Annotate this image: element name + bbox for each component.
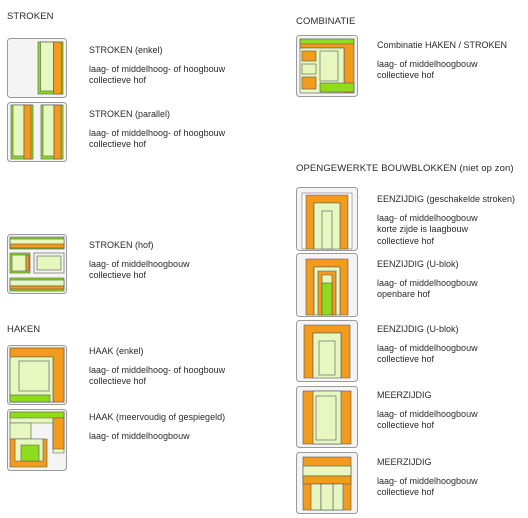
entry-title: HAAK (enkel) (89, 346, 144, 356)
entry-desc: collectieve hof (377, 420, 435, 430)
entry-desc: collectieve hof (377, 354, 435, 364)
entry-desc: korte zijde is laagbouw (377, 224, 469, 234)
stroken-enkel-icon (7, 38, 67, 98)
entry-stroken-parallel: STROKEN (parallel) laag- of middelhoog- … (89, 109, 225, 151)
heading-stroken: STROKEN (7, 11, 54, 22)
haak-enkel-icon (7, 345, 67, 405)
meerzijdig-2-icon (296, 452, 358, 514)
entry-stroken-enkel: STROKEN (enkel) laag- of middelhoog- of … (89, 45, 225, 87)
entry-desc: laag- of middelhoogbouw (377, 277, 478, 288)
entry-desc: laag- of middelhoog- of hoogbouw (89, 364, 226, 375)
meerzijdig-1-icon (296, 386, 358, 448)
entry-desc: laag- of middelhoogbouw (377, 475, 478, 486)
entry-desc: laag- of middelhoogbouw (89, 258, 190, 269)
entry-desc: openbare hof (377, 289, 431, 299)
entry-title: EENZIJDIG (U-blok) (377, 324, 459, 334)
entry-eenzijdig-u-openbaar: EENZIJDIG (U-blok) laag- of middelhoogbo… (377, 259, 478, 301)
entry-desc: laag- of middelhoogbouw (89, 430, 190, 441)
entry-desc: laag- of middelhoog- of hoogbouw (89, 63, 226, 74)
entry-title: EENZIJDIG (geschakelde stroken) (377, 194, 516, 204)
entry-haak-meervoudig: HAAK (meervoudig of gespiegeld) laag- of… (89, 412, 225, 442)
entry-desc: laag- of middelhoogbouw (377, 408, 478, 419)
entry-desc: laag- of middelhoogbouw (377, 212, 478, 223)
heading-opengewerkte: OPENGEWERKTE BOUWBLOKKEN (niet op zon) (296, 163, 514, 174)
stroken-parallel-icon (7, 102, 67, 162)
entry-desc: collectieve hof (89, 75, 147, 85)
entry-desc: collectieve hof (89, 270, 147, 280)
entry-title: Combinatie HAKEN / STROKEN (377, 40, 508, 50)
combinatie-icon (296, 35, 358, 97)
entry-eenzijdig-u-collectief: EENZIJDIG (U-blok) laag- of middelhoogbo… (377, 324, 478, 366)
entry-stroken-hof: STROKEN (hof) laag- of middelhoogbouw co… (89, 240, 190, 282)
heading-combinatie: COMBINATIE (296, 16, 356, 27)
eenzijdig-u-blok-collectief-icon (296, 320, 358, 382)
entry-desc: laag- of middelhoog- of hoogbouw (89, 127, 226, 138)
entry-meerzijdig-2: MEERZIJDIG laag- of middelhoogbouw colle… (377, 457, 478, 499)
entry-title: MEERZIJDIG (377, 390, 432, 400)
eenzijdig-u-blok-openbaar-icon (296, 253, 358, 317)
entry-title: STROKEN (parallel) (89, 109, 171, 119)
entry-desc: collectieve hof (89, 376, 147, 386)
stroken-hof-icon (7, 234, 67, 294)
entry-desc: collectieve hof (89, 139, 147, 149)
entry-eenzijdig-geschakeld: EENZIJDIG (geschakelde stroken) laag- of… (377, 194, 515, 247)
entry-title: STROKEN (hof) (89, 240, 154, 250)
entry-combinatie: Combinatie HAKEN / STROKEN laag- of midd… (377, 40, 507, 82)
entry-haak-enkel: HAAK (enkel) laag- of middelhoog- of hoo… (89, 346, 225, 388)
entry-title: MEERZIJDIG (377, 457, 432, 467)
entry-desc: collectieve hof (377, 487, 435, 497)
entry-desc: laag- of middelhoogbouw (377, 58, 478, 69)
entry-desc: laag- of middelhoogbouw (377, 342, 478, 353)
eenzijdig-geschakeld-icon (296, 187, 358, 251)
entry-title: EENZIJDIG (U-blok) (377, 259, 459, 269)
heading-haken: HAKEN (7, 324, 41, 335)
entry-meerzijdig-1: MEERZIJDIG laag- of middelhoogbouw colle… (377, 390, 478, 432)
entry-title: HAAK (meervoudig of gespiegeld) (89, 412, 226, 422)
entry-desc: collectieve hof (377, 235, 435, 246)
entry-desc: collectieve hof (377, 70, 435, 80)
haak-meervoudig-icon (7, 409, 67, 471)
entry-title: STROKEN (enkel) (89, 45, 163, 55)
